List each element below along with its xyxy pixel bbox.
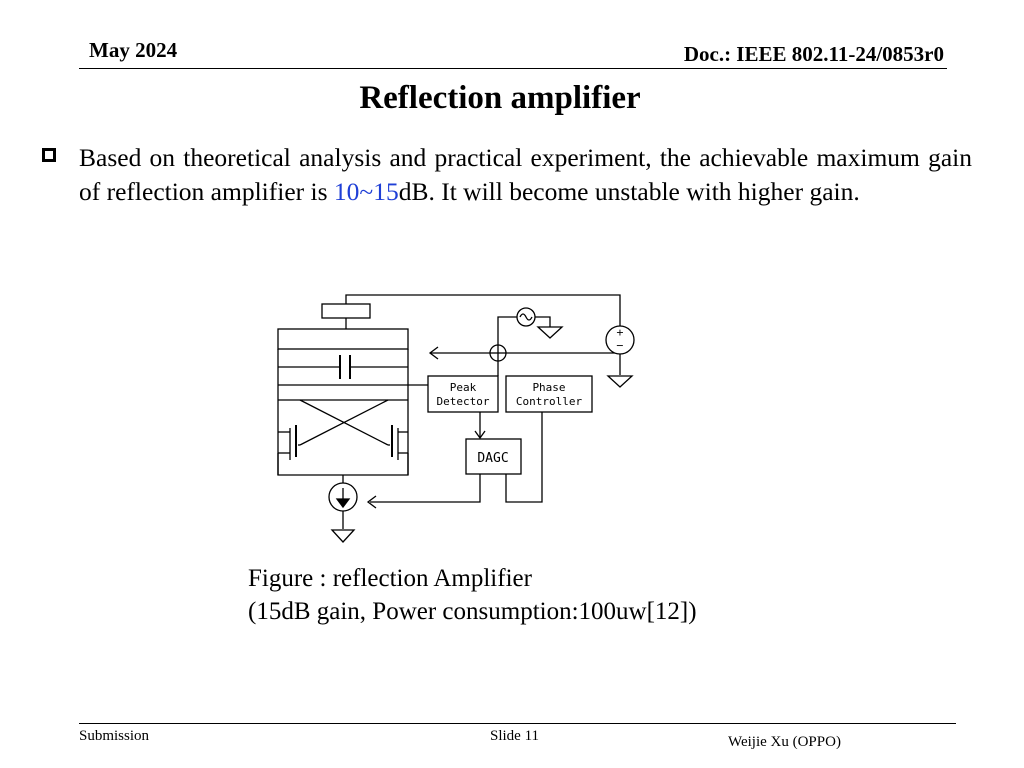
header-date: May 2024 bbox=[89, 38, 178, 62]
slide-title: Reflection amplifier bbox=[359, 80, 641, 116]
footer-author: Weijie Xu (OPPO) bbox=[728, 734, 841, 750]
top-feedback-wire bbox=[345, 294, 621, 330]
dagc-to-source-wire bbox=[370, 473, 481, 503]
supply-plus-label: + bbox=[616, 325, 623, 340]
square-bullet-icon bbox=[42, 148, 56, 162]
figure-caption: Figure : reflection Amplifier (15dB gain… bbox=[248, 562, 697, 628]
bottom-rail bbox=[277, 453, 409, 476]
phase-controller-label-2: Controller bbox=[516, 395, 583, 408]
peak-detector-label-1: Peak bbox=[450, 381, 477, 394]
adder-output-arrow-icon bbox=[428, 346, 439, 360]
phase-controller-label-1: Phase bbox=[532, 381, 565, 394]
oscillator-sine-wave bbox=[519, 313, 533, 321]
dagc-to-phase-wire bbox=[505, 412, 543, 503]
bullet-text: Based on theoretical analysis and practi… bbox=[79, 141, 972, 209]
footer-slide-number: Slide 11 bbox=[490, 728, 540, 744]
antenna-element bbox=[321, 303, 371, 319]
oscillator-ground-wire bbox=[535, 316, 551, 327]
supply-minus-label: − bbox=[616, 338, 623, 353]
outer-rail-box bbox=[277, 328, 409, 350]
bullet-text-before: Based on theoretical analysis and practi… bbox=[79, 143, 972, 206]
phase-controller-block bbox=[505, 375, 593, 413]
ground-symbol-bottom-icon bbox=[330, 529, 356, 543]
peak-detector-label-2: Detector bbox=[437, 395, 490, 408]
gain-range-highlight: 10~15 bbox=[333, 177, 399, 206]
bullet-text-after: dB. It will become unstable with higher … bbox=[398, 177, 860, 206]
cross-wire-b bbox=[299, 399, 389, 446]
arrow-to-current-source-icon bbox=[366, 495, 377, 509]
oscillator-feed-wire bbox=[497, 316, 517, 345]
dagc-block bbox=[465, 438, 522, 475]
peak-detector-block bbox=[427, 375, 499, 413]
header-doc-id: Doc.: IEEE 802.11-24/0853r0 bbox=[683, 42, 944, 66]
ground-symbol-supply-icon bbox=[606, 375, 634, 388]
reflection-amplifier-circuit-diagram: Peak Detector Phase Controller DAGC + − bbox=[277, 294, 635, 543]
footer-divider bbox=[79, 723, 956, 724]
dagc-label: DAGC bbox=[477, 451, 508, 466]
detector-to-dagc-arrow-icon bbox=[474, 430, 486, 440]
ground-symbol-osc-icon bbox=[536, 326, 564, 339]
caption-line-2: (15dB gain, Power consumption:100uw[12]) bbox=[248, 598, 697, 625]
current-source-arrow-icon bbox=[335, 498, 351, 509]
caption-line-1: Figure : reflection Amplifier bbox=[248, 565, 532, 592]
footer-submission: Submission bbox=[79, 728, 150, 744]
header-divider bbox=[79, 68, 947, 69]
